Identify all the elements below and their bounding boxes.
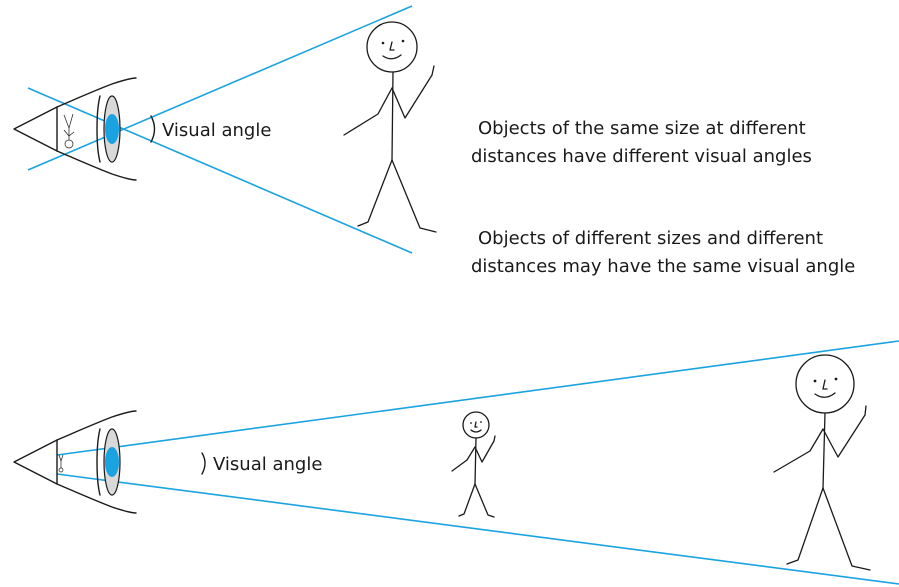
lens-edge — [96, 428, 101, 496]
note-1-line-1: Objects of the same size at different — [478, 118, 806, 139]
eye-back-outline — [13, 106, 58, 152]
top-angle-arc — [150, 115, 156, 143]
bottom-upper-ray — [56, 340, 899, 456]
eye-back-outline — [13, 439, 58, 485]
top-visual-angle-label: Visual angle — [162, 120, 271, 141]
note-1-line-2: distances have different visual angles — [471, 146, 812, 167]
stick-figure-icon — [451, 411, 496, 518]
top-lower-ray — [27, 87, 413, 254]
stick-figure-icon — [343, 21, 437, 233]
top-panel: Visual angle — [13, 5, 437, 254]
bottom-angle-arc — [201, 452, 206, 475]
pupil — [105, 447, 119, 477]
lower-eyelid — [56, 150, 137, 181]
note-2-line-1: Objects of different sizes and different — [478, 228, 823, 249]
eye-icon — [13, 77, 137, 181]
upper-eyelid — [56, 77, 137, 108]
retinal-image — [58, 454, 64, 473]
notes: Objects of the same size at different di… — [471, 118, 855, 277]
stick-figure-icon — [773, 354, 871, 571]
top-upper-ray — [27, 5, 413, 171]
lens-edge — [96, 95, 101, 163]
pupil — [105, 114, 119, 144]
upper-eyelid — [56, 410, 137, 441]
bottom-lower-ray — [56, 473, 899, 585]
note-2-line-2: distances may have the same visual angle — [471, 256, 855, 277]
retinal-image — [63, 113, 75, 149]
bottom-panel: Visual angle — [13, 340, 899, 585]
eye-icon — [13, 410, 137, 514]
bottom-visual-angle-label: Visual angle — [213, 454, 322, 475]
lower-eyelid — [56, 483, 137, 514]
